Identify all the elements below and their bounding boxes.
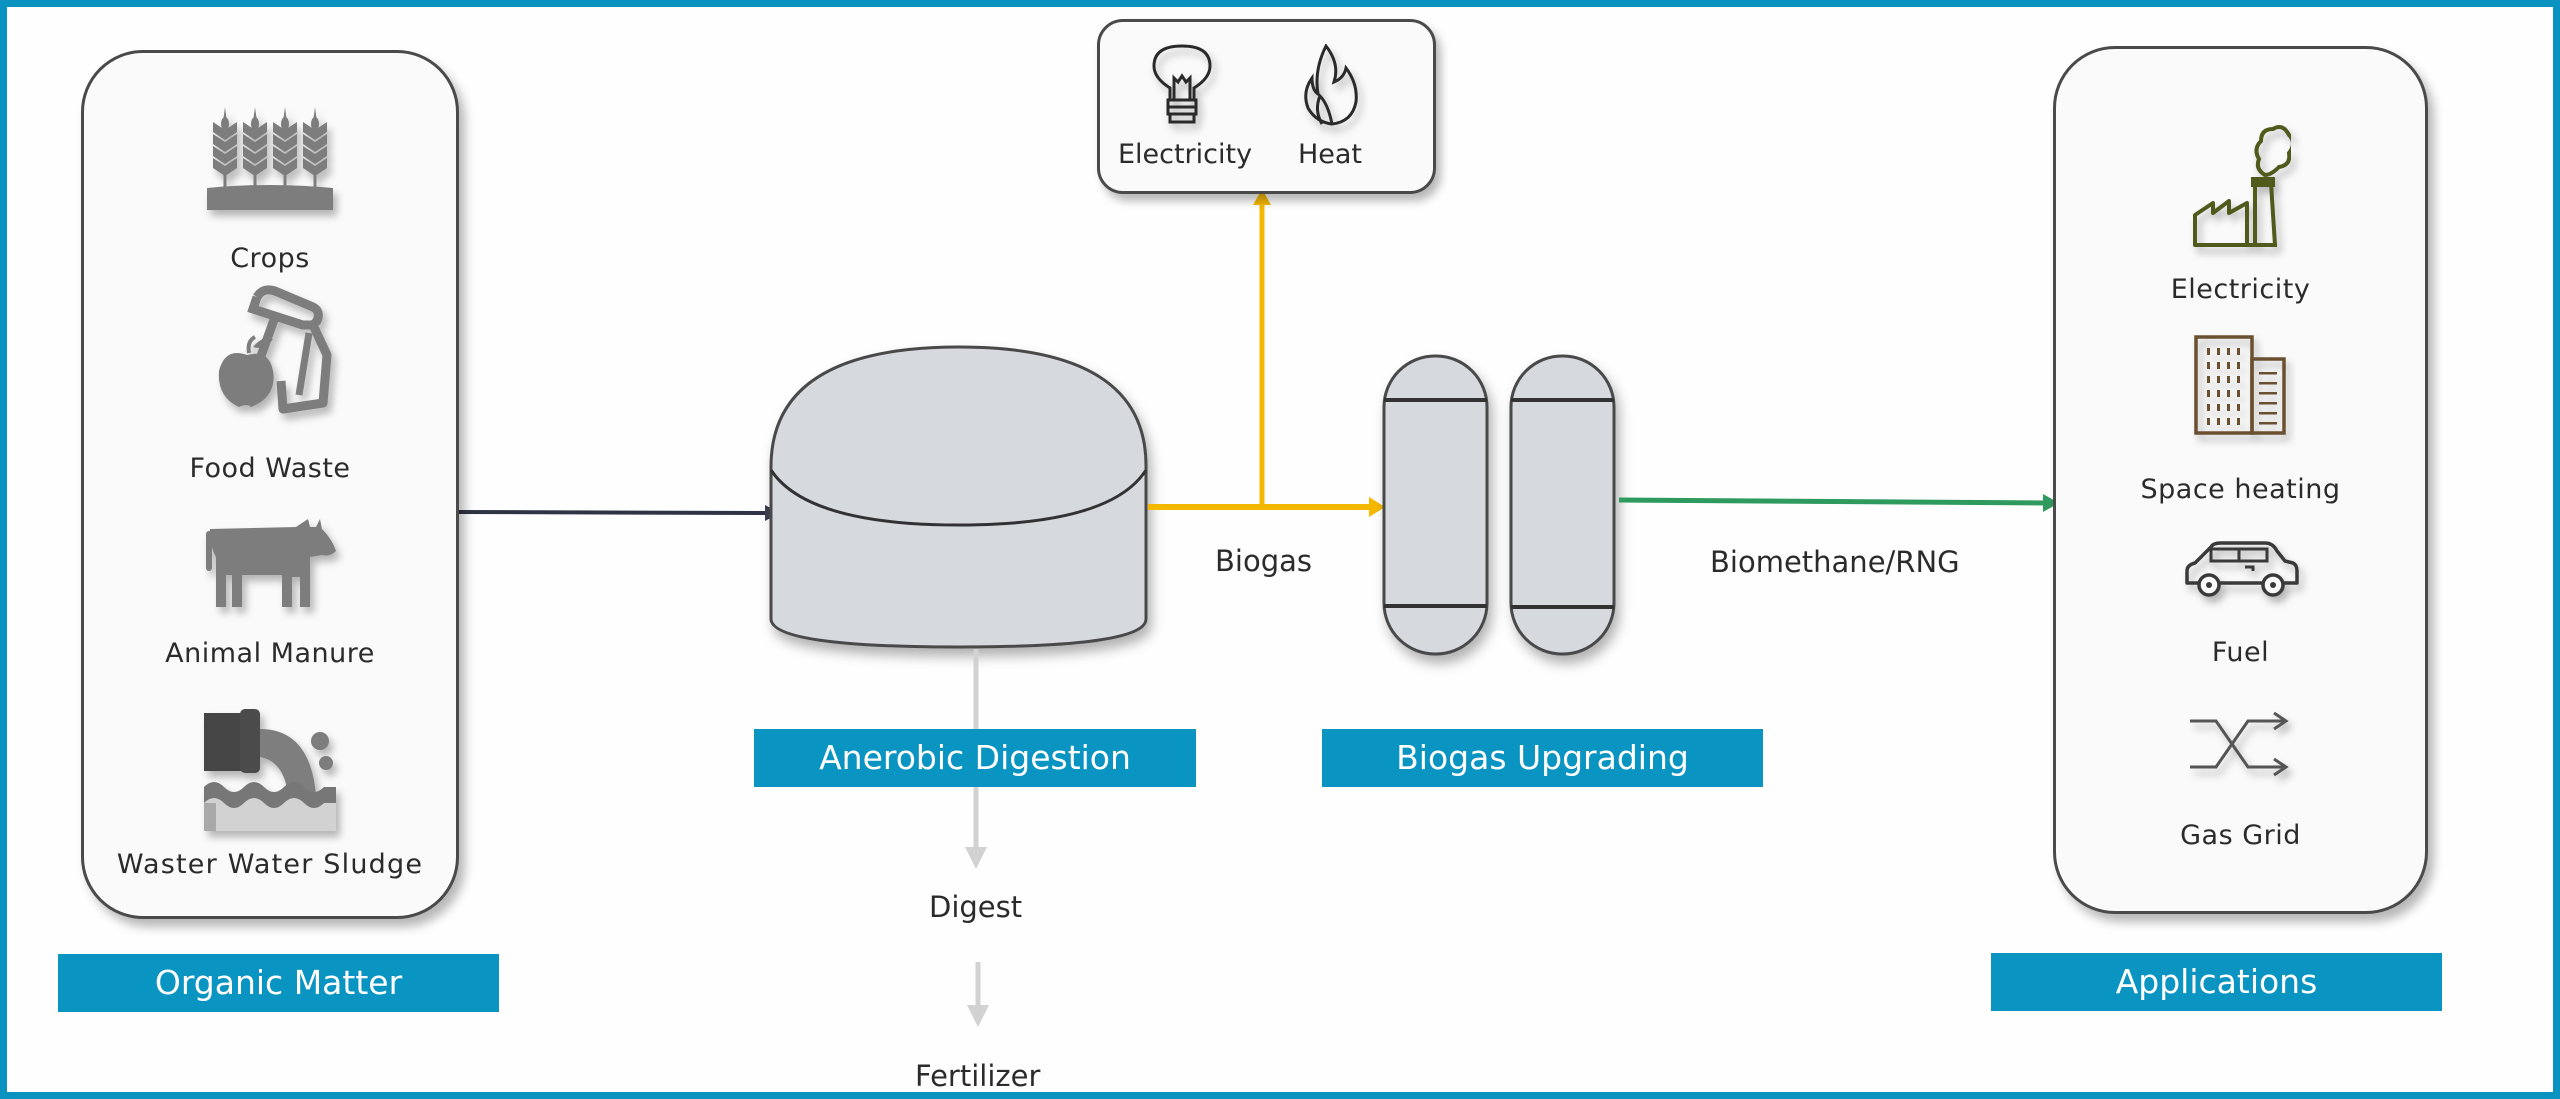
app-label-space-heating: Space heating [2140,474,2341,505]
lightbulb-icon [1150,42,1214,128]
upgrading-column-2 [1509,354,1616,656]
anaerobic-digestion-banner: Anerobic Digestion [754,729,1196,787]
food-waste-icon [84,285,456,415]
fertilizer-label: Fertilizer [915,1059,1041,1092]
cow-icon [84,517,456,613]
app-label-fuel: Fuel [2211,637,2270,668]
chp-label-electricity: Electricity [1117,139,1253,170]
app-label-gas-grid: Gas Grid [2180,820,2301,851]
input-label-food-waste: Food Waste [189,453,351,484]
input-label-crops: Crops [230,243,310,274]
applications-panel: Electricity Space heating [2053,46,2428,914]
biomethane-arrow [1618,494,2059,512]
flow-diagram [453,189,2059,1027]
input-label-wastewater-sludge: Waster Water Sludge [116,849,424,880]
chp-arrow [1253,189,1271,507]
chp-label-heat: Heat [1297,139,1363,170]
wheat-icon [84,102,456,212]
anaerobic-digester-tank [769,345,1148,649]
shuffle-arrows-icon [2056,709,2425,789]
biogas-upgrading-banner: Biogas Upgrading [1322,729,1763,787]
biomethane-label: Biomethane/RNG [1710,545,1960,579]
app-label-electricity: Electricity [2170,274,2311,305]
organic-matter-panel: Crops Food Waste Animal Manure [81,50,459,919]
input-label-animal-manure: Animal Manure [165,638,375,669]
upgrading-column-1 [1382,354,1489,656]
biogas-arrow [1148,497,1385,517]
sludge-pipe-icon [84,707,456,837]
chp-output-box: Electricity Heat [1097,19,1436,194]
car-icon [2056,539,2425,599]
biogas-label: Biogas [1215,544,1312,578]
factory-icon [2056,123,2425,253]
digest-label: Digest [929,890,1023,924]
biogas-process-diagram: Crops Food Waste Animal Manure [7,7,2553,1092]
applications-banner: Applications [1991,953,2442,1011]
organic-matter-banner: Organic Matter [58,954,499,1012]
feed-arrow [453,505,780,521]
fertilizer-arrow [967,962,989,1027]
building-icon [2056,334,2425,436]
flame-icon [1300,44,1360,128]
